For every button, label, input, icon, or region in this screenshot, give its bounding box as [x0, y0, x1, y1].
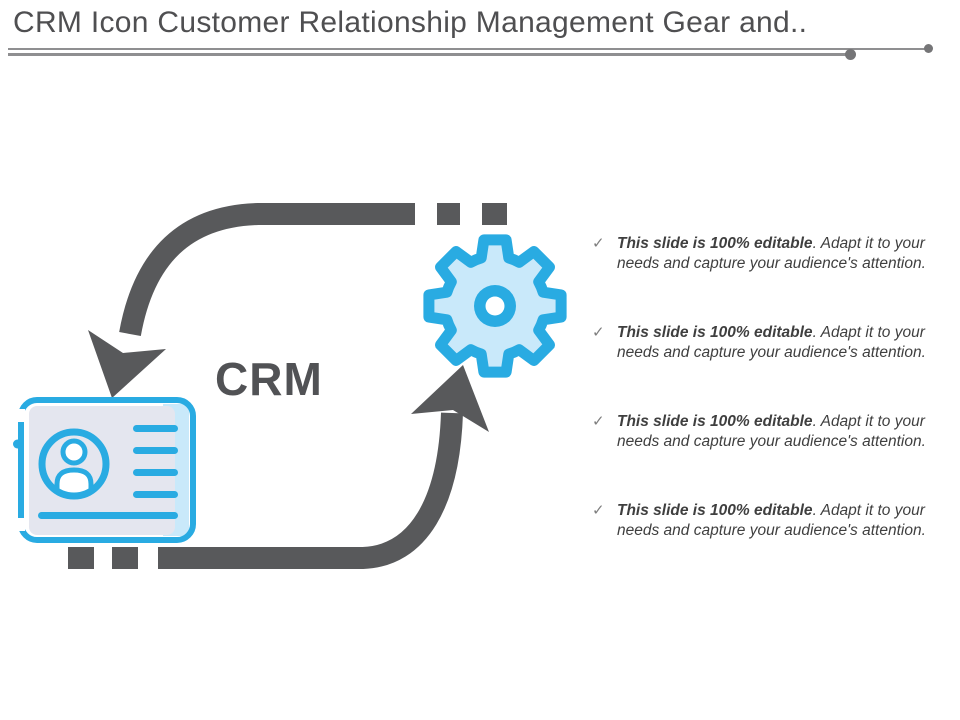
bullet-item: ✓ This slide is 100% editable. Adapt it …: [592, 323, 944, 362]
bullet-item: ✓ This slide is 100% editable. Adapt it …: [592, 234, 944, 273]
bullet-text-bold: This slide is 100% editable: [617, 502, 813, 519]
title-underline-top-dot: [924, 44, 933, 53]
bullet-text: This slide is 100% editable. Adapt it to…: [617, 234, 944, 273]
bullet-text: This slide is 100% editable. Adapt it to…: [617, 501, 944, 540]
bullet-item: ✓ This slide is 100% editable. Adapt it …: [592, 501, 944, 540]
bullet-text-bold: This slide is 100% editable: [617, 235, 813, 252]
bullet-text-rest: . Adapt it to your needs and capture you…: [617, 235, 926, 272]
checkmark-icon: ✓: [592, 413, 605, 430]
title-underline-top: [8, 48, 925, 50]
bullet-text: This slide is 100% editable. Adapt it to…: [617, 412, 944, 451]
id-card-icon: [13, 397, 196, 543]
bullet-text: This slide is 100% editable. Adapt it to…: [617, 323, 944, 362]
checkmark-icon: ✓: [592, 235, 605, 252]
checkmark-icon: ✓: [592, 324, 605, 341]
bullet-text-rest: . Adapt it to your needs and capture you…: [617, 502, 926, 539]
page-title: CRM Icon Customer Relationship Managemen…: [13, 6, 808, 39]
bullet-text-bold: This slide is 100% editable: [617, 324, 813, 341]
bullet-text-bold: This slide is 100% editable: [617, 413, 813, 430]
bullet-text-rest: . Adapt it to your needs and capture you…: [617, 324, 926, 361]
crm-center-label: CRM: [215, 353, 323, 405]
bullet-item: ✓ This slide is 100% editable. Adapt it …: [592, 412, 944, 451]
title-underline-bottom-dot: [845, 49, 856, 60]
arrow-head-up-icon: [411, 365, 489, 432]
bullet-list: ✓ This slide is 100% editable. Adapt it …: [592, 234, 944, 590]
cycle-arrow-top: [88, 203, 507, 398]
bullet-text-rest: . Adapt it to your needs and capture you…: [617, 413, 926, 450]
cycle-arrow-bottom: [68, 412, 463, 569]
checkmark-icon: ✓: [592, 502, 605, 519]
title-underline-bottom: [8, 53, 847, 56]
gear-icon: [423, 234, 567, 378]
